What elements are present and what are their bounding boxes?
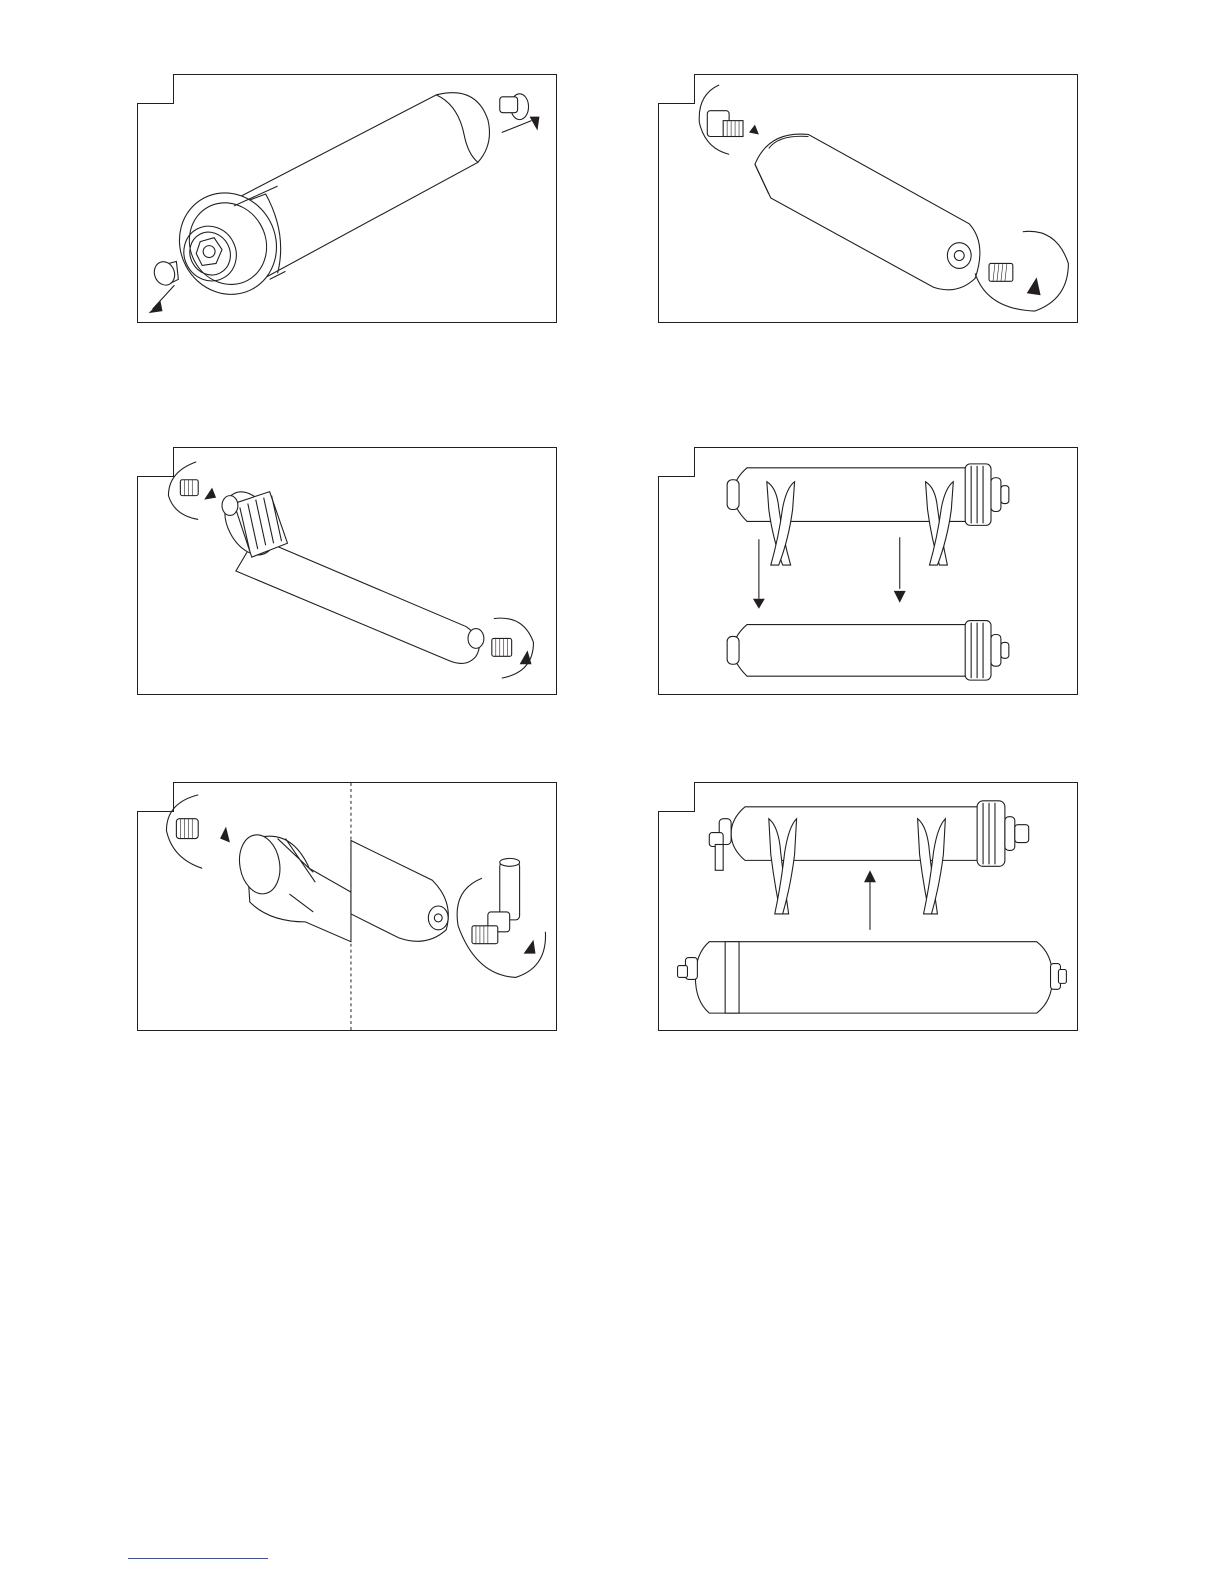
filter-cartridge-illustration — [138, 75, 556, 322]
step-panel-3 — [137, 447, 557, 695]
step-panel-1 — [137, 74, 557, 323]
filter-with-clips-illustration — [659, 448, 1077, 694]
step-panel-5 — [137, 782, 557, 1031]
step-panel-2 — [658, 74, 1078, 323]
footer-rule — [128, 1558, 268, 1559]
step-panel-6 — [658, 782, 1078, 1031]
filter-fittings-detail-illustration — [138, 783, 556, 1030]
filter-cartridge-illustration — [659, 75, 1077, 322]
step-panel-4 — [658, 447, 1078, 695]
filter-cartridge-illustration — [138, 448, 556, 694]
filter-with-clips-illustration — [659, 783, 1077, 1030]
